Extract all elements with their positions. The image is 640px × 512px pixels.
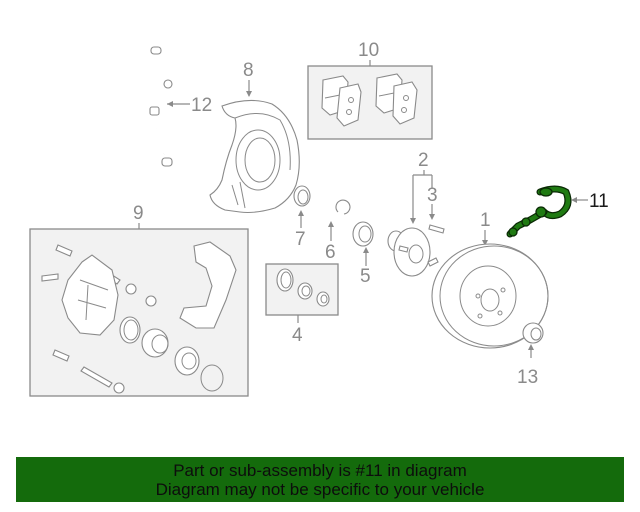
part-7-oil-seal[interactable] bbox=[293, 185, 311, 207]
part-2-wheel-hub[interactable] bbox=[387, 227, 439, 277]
part-11-brake-hose[interactable] bbox=[506, 185, 572, 238]
part-1-brake-rotor[interactable] bbox=[431, 243, 549, 349]
callout-1[interactable]: 1 bbox=[480, 210, 491, 231]
callout-4[interactable]: 4 bbox=[292, 325, 303, 346]
callout-8[interactable]: 8 bbox=[243, 60, 254, 81]
part-10-brake-pads[interactable] bbox=[321, 73, 418, 127]
info-banner: Part or sub-assembly is #11 in diagram D… bbox=[16, 457, 624, 502]
callout-2[interactable]: 2 bbox=[418, 150, 429, 171]
callout-12[interactable]: 12 bbox=[191, 95, 212, 116]
part-12-abs-sensor-wire[interactable] bbox=[149, 46, 173, 167]
callout-3[interactable]: 3 bbox=[427, 185, 438, 206]
part-8-dust-shield[interactable] bbox=[209, 99, 300, 214]
callout-10[interactable]: 10 bbox=[358, 40, 379, 61]
callout-5[interactable]: 5 bbox=[360, 266, 371, 287]
part-3-wheel-stud[interactable] bbox=[428, 224, 445, 234]
callout-11[interactable]: 11 bbox=[589, 191, 609, 212]
callout-13[interactable]: 13 bbox=[517, 367, 538, 388]
callout-9[interactable]: 9 bbox=[133, 203, 144, 224]
callout-6[interactable]: 6 bbox=[325, 242, 336, 263]
part-4-seal-kit[interactable] bbox=[276, 268, 330, 307]
banner-line-2: Diagram may not be specific to your vehi… bbox=[155, 480, 485, 499]
part-9-caliper-assembly[interactable] bbox=[41, 241, 237, 394]
callout-7[interactable]: 7 bbox=[295, 229, 306, 250]
part-5-bearing[interactable] bbox=[352, 221, 374, 247]
part-6-snap-ring[interactable] bbox=[335, 199, 351, 215]
banner-line-1: Part or sub-assembly is #11 in diagram bbox=[173, 461, 467, 480]
part-13-hub-nut[interactable] bbox=[522, 322, 544, 344]
